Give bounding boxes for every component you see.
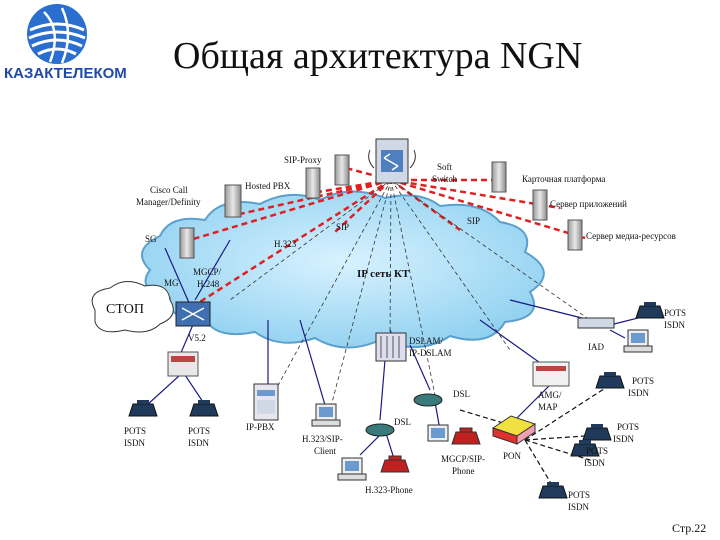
pots-phone-6: POTS ISDN [570,440,610,468]
hosted-pbx-server: Hosted PBX [245,167,321,199]
pots-phone-7: POTS ISDN [538,482,592,512]
pots-isdn-4-label: POTS ISDN [628,376,656,398]
dsl-modem-2: DSL [365,417,411,437]
sg-label: SG [145,234,157,244]
softswitch-node: Soft Switch [368,138,458,184]
media-server: Сервер медиа-ресурсов [567,219,676,251]
stop-network: СТОП [91,281,174,333]
dslam-label: DSLAM/ IP-DSLAM [409,336,452,358]
dsl-modem-1: DSL [413,389,470,407]
h323-sip-client-label: H.323/SIP- Client [302,434,345,456]
pots-isdn-5-label: POTS ISDN [613,422,641,444]
amg-label: AMG/ MAP [538,390,564,412]
sip-right-label: SIP [467,216,480,226]
mgcp-sip-phone-label: MGCP/SIP- Phone [441,454,487,476]
mg-label: MG [164,278,179,288]
ip-pbx-label: IP-PBX [246,422,275,432]
pots-phone-5: POTS ISDN [582,422,641,444]
legacy-pbx [167,351,199,377]
card-platform-label: Карточная платформа [522,174,605,184]
pon-label: PON [503,451,522,461]
app-server-label: Сервер приложений [550,199,627,209]
pots-phone-3: POTS ISDN [635,302,688,330]
sip-left-label: SIP [336,222,349,232]
app-server: Сервер приложений [532,189,627,221]
h323-phone-label: H.323-Phone [365,485,413,495]
sg-server: SG [145,227,195,259]
h323-label: H.323 [274,239,297,249]
media-gateway-icon [175,301,211,327]
pots-isdn-1-label: POTS ISDN [124,426,148,448]
dsl-pc [427,424,449,442]
cisco-cm-label: Cisco Call Manager/Definity [136,185,201,207]
iad-label: IAD [588,342,604,352]
pots-phone-2: POTS ISDN [188,400,219,448]
pots-isdn-3-label: POTS ISDN [664,308,688,330]
pots-isdn-6-label: POTS ISDN [584,446,610,468]
pots-phone-4: POTS ISDN [595,372,656,398]
cloud-label: IP сеть КТ [357,268,410,280]
iad-pc [623,329,653,353]
softswitch-label: Soft Switch [432,162,458,184]
logo-text: КАЗАКТЕЛЕКОМ [4,65,127,82]
v52-label: V5.2 [188,333,206,343]
sip-proxy-server: SIP-Proxy [284,154,350,186]
pots-phone-1: POTS ISDN [124,400,158,448]
mgcp-sip-phone-icon: MGCP/SIP- Phone [441,427,487,476]
kazakhtelecom-logo: КАЗАКТЕЛЕКОМ [4,4,127,82]
h323-sip-client-pc: H.323/SIP- Client [302,403,345,456]
h323-phone-pc [337,457,367,481]
ip-phone-icon [380,455,410,473]
pon-node: PON [491,415,537,461]
sip-proxy-label: SIP-Proxy [284,155,322,165]
media-server-label: Сервер медиа-ресурсов [586,231,676,241]
dsl2-label: DSL [394,417,411,427]
dsl1-label: DSL [453,389,470,399]
pots-isdn-7-label: POTS ISDN [568,490,592,512]
media-paths [229,179,591,411]
amg-node: AMG/ MAP [532,361,570,412]
ip-network-cloud: IP сеть КТ [141,190,545,349]
hosted-pbx-label: Hosted PBX [245,181,291,191]
cisco-cm-server: Cisco Call Manager/Definity [136,184,242,218]
mgcp-h248-label: MGCP/ H.248 [193,267,223,289]
iad-node: IAD [577,317,615,352]
ip-pbx-node: IP-PBX [246,383,279,432]
page-title: Общая архитектура NGN [173,35,582,77]
dslam-node: DSLAM/ IP-DSLAM [375,332,452,362]
page-number: Стр.22 [672,521,706,535]
card-platform-server: Карточная платформа [491,161,605,193]
pots-isdn-2-label: POTS ISDN [188,426,212,448]
stop-label: СТОП [106,302,144,317]
